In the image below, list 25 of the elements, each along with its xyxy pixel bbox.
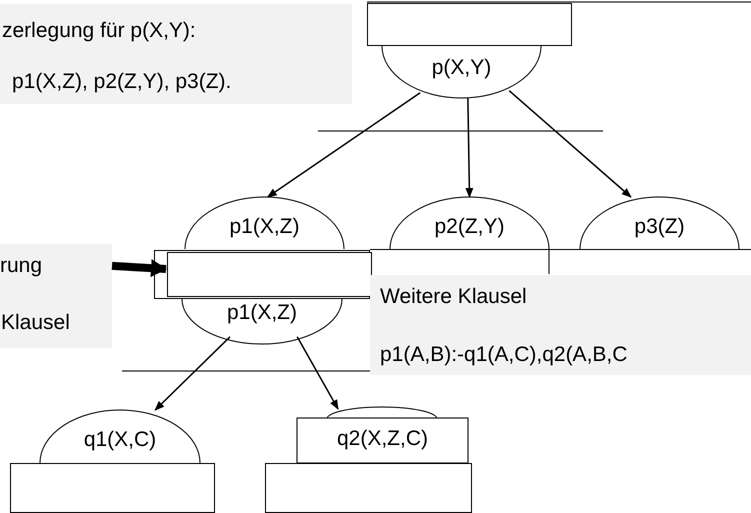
goal-label: p1(X,Z) [228,215,300,239]
note-text: Weitere Klausel [380,285,527,309]
empty-box [367,3,572,46]
arrow [296,336,339,410]
note-text: Klausel [1,311,70,335]
note-panel [370,275,751,375]
goal-box [297,409,468,463]
empty-box [10,463,215,513]
arrow [154,336,231,411]
note-text: zerlegung für p(X,Y): [2,19,196,43]
goal-label: q1(X,C) [82,428,158,452]
goal-label: p1(X,Z) [226,301,298,325]
arrow [266,92,421,198]
arrow [112,259,167,278]
note-text: rung [0,254,42,278]
goal-label: p(X,Y) [430,56,492,80]
goal-label: q2(X,Z,C) [336,427,429,451]
goal-label: p3(Z) [633,215,686,239]
arrow [508,90,632,198]
note-text: p1(X,Z), p2(Z,Y), p3(Z). [12,70,232,94]
goal-label: p2(Z,Y) [433,215,506,239]
arrow [465,98,474,198]
note-text: p1(A,B):-q1(A,C),q2(A,B,C [380,343,628,367]
note-panel [0,244,112,348]
empty-box [265,463,472,513]
